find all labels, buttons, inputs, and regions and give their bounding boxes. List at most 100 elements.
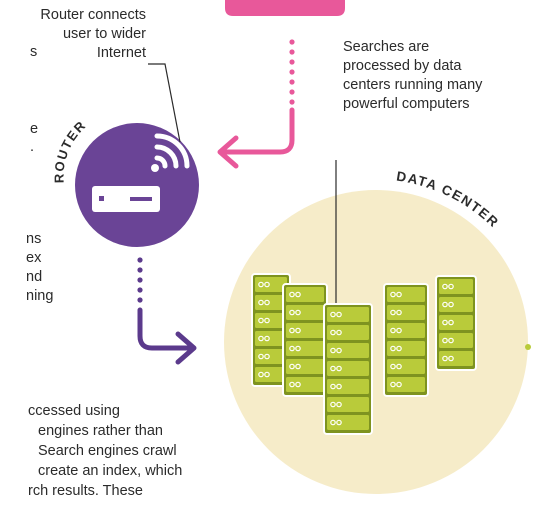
server-unit — [286, 323, 324, 338]
server-unit — [255, 367, 287, 382]
router-caption-line: user to wider — [62, 26, 146, 42]
server-light — [448, 283, 454, 290]
left-fragment: s — [30, 44, 38, 60]
server-light — [336, 347, 342, 354]
server-light — [264, 353, 270, 360]
server-light — [330, 401, 336, 408]
purple-arrow-head — [175, 331, 197, 365]
server-light — [448, 319, 454, 326]
server-icon — [383, 283, 429, 397]
server-unit — [327, 379, 369, 394]
server-unit — [286, 359, 324, 374]
server-unit — [327, 307, 369, 322]
server-light — [258, 299, 264, 306]
server-unit — [387, 341, 425, 356]
server-light — [258, 281, 264, 288]
server-unit — [286, 305, 324, 320]
router-caption-line: Router connects — [40, 7, 146, 23]
server-icon — [282, 283, 328, 397]
server-light — [330, 383, 336, 390]
server-unit — [439, 279, 473, 294]
server-light — [442, 319, 448, 326]
server-light — [289, 363, 295, 370]
server-light — [289, 291, 295, 298]
server-unit — [387, 377, 425, 392]
bottom-line: engines rather than — [38, 423, 163, 439]
server-unit — [439, 315, 473, 330]
wifi-icon — [154, 133, 190, 169]
server-light — [442, 355, 448, 362]
pink-device-base — [225, 0, 345, 16]
left-fragment: nd — [26, 269, 43, 285]
router-circle — [75, 123, 199, 247]
server-unit — [286, 341, 324, 356]
bottom-line: Search engines crawl — [38, 443, 177, 459]
server-unit — [387, 287, 425, 302]
server-light — [264, 371, 270, 378]
server-light — [442, 283, 448, 290]
data-center-dot — [525, 344, 531, 350]
data-center-caption-line: powerful computers — [343, 96, 470, 112]
server-unit — [255, 331, 287, 346]
server-light — [390, 291, 396, 298]
server-unit — [439, 333, 473, 348]
server-unit — [387, 359, 425, 374]
server-light — [448, 355, 454, 362]
data-center-caption-line: processed by data — [343, 58, 462, 74]
server-light — [330, 329, 336, 336]
server-light — [390, 345, 396, 352]
data-center-backdrop — [224, 190, 528, 494]
server-unit — [255, 349, 287, 364]
server-icon — [323, 303, 373, 435]
server-light — [390, 309, 396, 316]
server-light — [289, 345, 295, 352]
server-unit — [255, 295, 287, 310]
pink-arrow — [219, 107, 295, 155]
server-light — [295, 363, 301, 370]
server-light — [330, 311, 336, 318]
server-icon — [435, 275, 477, 371]
left-fragment: ning — [26, 288, 54, 304]
server-unit — [255, 277, 287, 292]
server-light — [448, 301, 454, 308]
pink-dotted-line — [289, 39, 295, 105]
server-unit — [327, 343, 369, 358]
router-icon — [92, 186, 160, 212]
server-rack-group — [251, 273, 477, 435]
server-light — [264, 299, 270, 306]
server-light — [396, 309, 402, 316]
server-light — [258, 317, 264, 324]
server-unit — [327, 361, 369, 376]
server-light — [396, 327, 402, 334]
left-fragment: . — [30, 139, 35, 155]
server-light — [336, 311, 342, 318]
server-unit — [327, 397, 369, 412]
server-unit — [387, 305, 425, 320]
server-light — [336, 365, 342, 372]
server-light — [396, 345, 402, 352]
server-light — [295, 345, 301, 352]
data-center-caption-line: Searches are — [343, 39, 430, 55]
router-callout-line — [148, 63, 181, 143]
server-unit — [255, 313, 287, 328]
server-light — [336, 383, 342, 390]
server-light — [289, 327, 295, 334]
router-caption-line: Internet — [96, 45, 146, 61]
server-light — [336, 419, 342, 426]
server-unit — [327, 415, 369, 430]
server-light — [264, 317, 270, 324]
bottom-line: rch results. These — [28, 483, 143, 499]
server-light — [442, 337, 448, 344]
left-fragment: e — [30, 121, 39, 137]
server-light — [396, 381, 402, 388]
server-light — [295, 309, 301, 316]
data-center-caption: Searches are processed by data centers r… — [343, 38, 482, 114]
server-light — [336, 329, 342, 336]
server-light — [258, 335, 264, 342]
server-light — [336, 401, 342, 408]
server-light — [295, 381, 301, 388]
data-center-caption-line: centers running many — [343, 77, 483, 93]
server-light — [258, 353, 264, 360]
server-unit — [327, 325, 369, 340]
